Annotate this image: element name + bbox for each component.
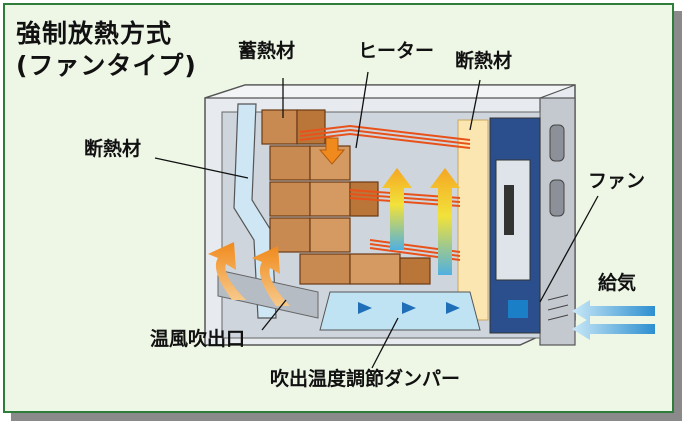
label-insulation-top: 断熱材: [455, 50, 513, 72]
label-air-intake: 給気: [598, 272, 637, 294]
rising-air-arrows: [382, 168, 460, 275]
damper-duct: [319, 291, 481, 331]
label-leaders: [154, 71, 599, 369]
label-warm-air-outlet: 温風吹出口: [150, 328, 246, 350]
label-insulation-left: 断熱材: [84, 138, 142, 160]
label-fan: ファン: [588, 170, 646, 192]
label-damper: 吹出温度調節ダンパー: [270, 368, 461, 390]
diagram-subtitle: (ファンタイプ): [16, 51, 197, 80]
label-heat-storage-material: 蓄熱材: [238, 40, 296, 62]
fan-compartment: [489, 117, 541, 334]
intake-arrows: [572, 300, 655, 340]
side-vents: [547, 124, 569, 321]
diagram-title: 強制放熱方式: [16, 19, 173, 48]
warm-outlet-arrows: [208, 242, 290, 306]
outlet-grill: [217, 269, 319, 319]
insulation-panel-right: [457, 119, 489, 321]
heat-storage-bricks: [261, 109, 431, 285]
heat-down-arrow: [318, 137, 346, 165]
label-heater: ヒーター: [358, 40, 435, 62]
